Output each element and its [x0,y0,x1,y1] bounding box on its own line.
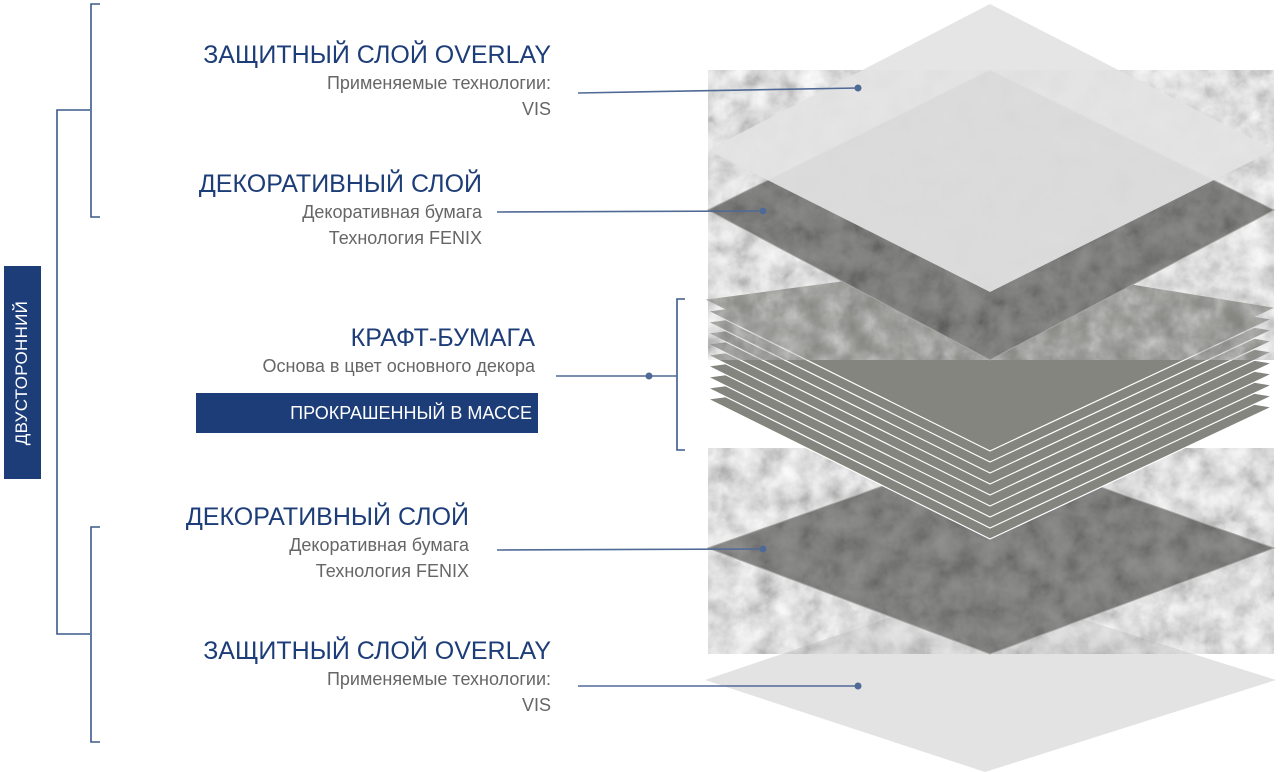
circle-dot-icon [854,682,862,690]
callout-title: КРАФТ-БУМАГА [350,324,535,352]
bracket-icon [90,526,100,743]
leader-lines [496,87,859,687]
bracket-icon [676,298,685,451]
callout-line1: Применяемые технологии: [326,73,551,93]
double-sided-label-text: ДВУСТОРОННИЙ [12,300,32,445]
leader-dots [645,84,862,690]
callout-title: ЗАЩИТНЫЙ СЛОЙ OVERLAY [203,41,551,69]
callout-overlay-bottom: ЗАЩИТНЫЙ СЛОЙ OVERLAY Применяемые технол… [203,636,551,718]
overlay-sheet-bottom [705,587,1276,772]
callout-decor-top: ДЕКОРАТИВНЫЙ СЛОЙ Декоративная бумага Те… [199,169,482,251]
bracket-icon [90,3,100,218]
callout-line2: Технология FENIX [328,228,482,248]
callout-line1: Применяемые технологии: [326,669,551,689]
mass-dyed-badge: ПРОКРАШЕННЫЙ В МАССЕ [196,393,538,433]
callout-line1: Декоративная бумага [289,535,469,555]
circle-dot-icon [645,372,653,380]
callout-line2: VIS [521,99,551,119]
kraft-paper-stack [705,261,1275,540]
bracket-icon [56,109,90,635]
callout-title: ДЕКОРАТИВНЫЙ СЛОЙ [185,503,469,531]
callout-line1: Декоративная бумага [302,202,482,222]
circle-dot-icon [759,545,767,553]
circle-dot-icon [854,84,862,92]
callout-line2: Технология FENIX [315,561,469,581]
callout-line1: Основа в цвет основного декора [262,356,536,376]
callout-overlay-top: ЗАЩИТНЫЙ СЛОЙ OVERLAY Применяемые технол… [203,40,551,122]
callout-kraft: КРАФТ-БУМАГА Основа в цвет основного дек… [263,323,536,379]
overlay-sheet-top [708,4,1274,292]
double-sided-label: ДВУСТОРОННИЙ [4,266,41,479]
callout-decor-bottom: ДЕКОРАТИВНЫЙ СЛОЙ Декоративная бумага Те… [186,502,469,584]
mass-dyed-badge-text: ПРОКРАШЕННЫЙ В МАССЕ [290,402,532,423]
callout-title: ДЕКОРАТИВНЫЙ СЛОЙ [198,170,482,198]
callout-line2: VIS [521,695,551,715]
callout-title: ЗАЩИТНЫЙ СЛОЙ OVERLAY [203,637,551,665]
circle-dot-icon [759,207,767,215]
